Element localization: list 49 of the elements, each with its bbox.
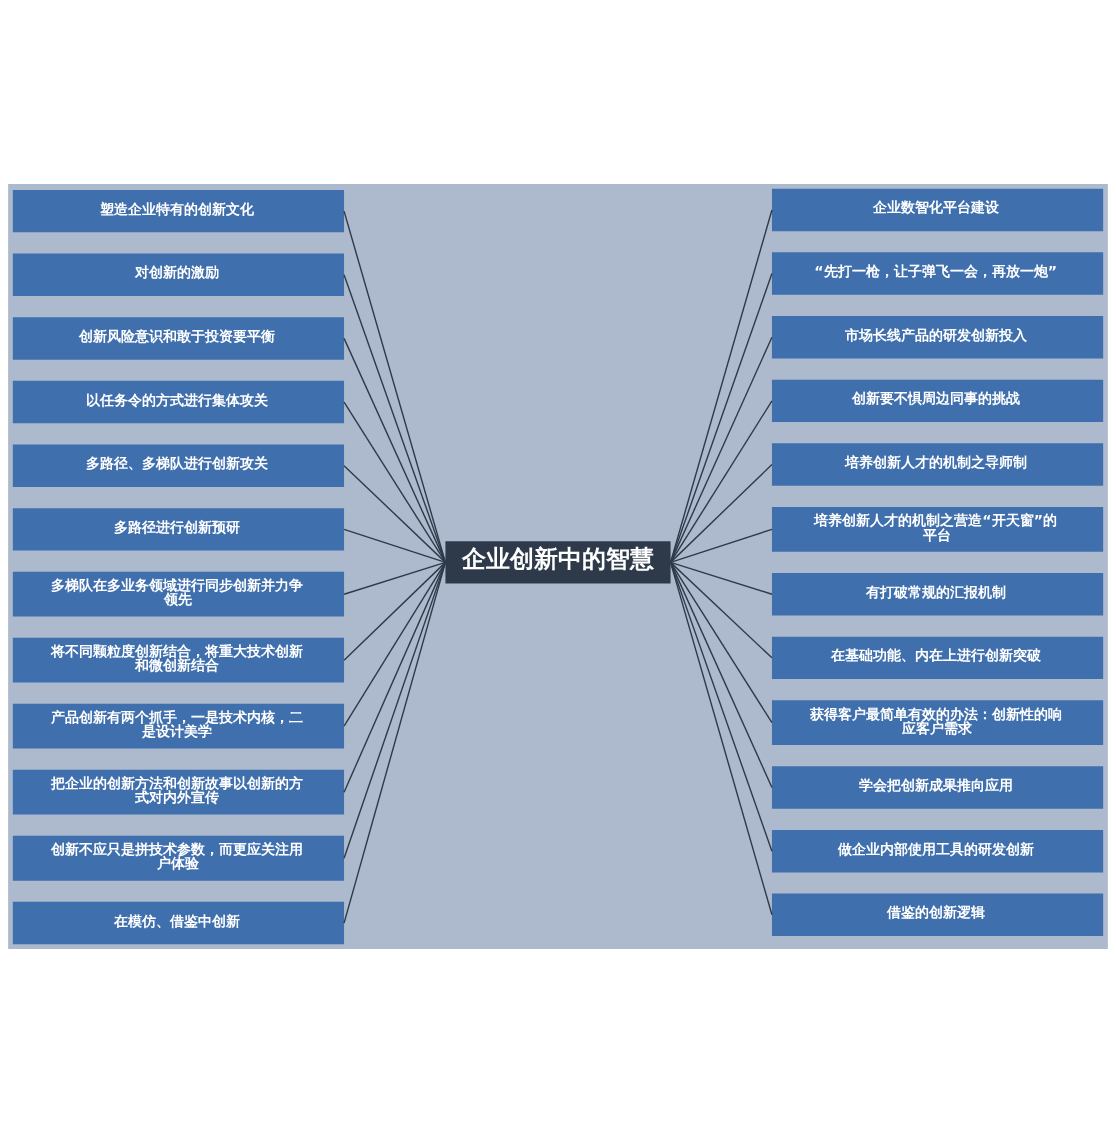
connector <box>343 561 447 793</box>
node-box: 市场长线产品的研发创新投入 <box>771 316 1104 359</box>
node-box: 将不同颗粒度创新结合，将重大技术创新和微创新结合 <box>12 637 345 683</box>
connector <box>669 463 773 564</box>
connector <box>669 561 773 789</box>
node-box: 创新不应只是拼技术参数，而更应关注用户体验 <box>12 835 345 881</box>
connector <box>669 400 773 564</box>
connector <box>343 337 447 564</box>
node-box: 培养创新人才的机制之导师制 <box>771 443 1104 486</box>
connector <box>669 209 773 564</box>
node-box: 做企业内部使用工具的研发创新 <box>771 829 1104 873</box>
node-box: 培养创新人才的机制之营造“开天窗”的平台 <box>771 506 1104 552</box>
node-box: 塑造企业特有的创新文化 <box>12 189 345 233</box>
connector <box>669 528 773 564</box>
connector <box>343 465 447 564</box>
connector <box>343 210 447 564</box>
connector <box>343 561 447 661</box>
connector <box>669 561 773 852</box>
node-box: 创新风险意识和敢于投资要平衡 <box>12 317 345 360</box>
node-box: 企业数智化平台建设 <box>771 188 1104 232</box>
connector <box>669 561 773 659</box>
connector <box>343 561 447 859</box>
node-box: 获得客户最简单有效的办法：创新性的响应客户需求 <box>771 700 1104 746</box>
connector <box>343 274 447 564</box>
node-box: 借鉴的创新逻辑 <box>771 893 1104 937</box>
connector <box>669 561 773 595</box>
node-box: 多路径、多梯队进行创新攻关 <box>12 444 345 487</box>
node-box: 在模仿、借鉴中创新 <box>12 901 345 945</box>
connector <box>669 272 773 564</box>
node-box: 学会把创新成果推向应用 <box>771 766 1104 809</box>
node-box: 有打破常规的汇报机制 <box>771 573 1104 616</box>
connector <box>343 561 447 924</box>
node-box: 对创新的激励 <box>12 253 345 296</box>
node-box: 创新要不惧周边同事的挑战 <box>771 379 1104 423</box>
connector <box>343 561 447 595</box>
node-box: 多梯队在多业务领域进行同步创新并力争领先 <box>12 571 345 617</box>
connector <box>343 401 447 564</box>
connector <box>669 561 773 916</box>
node-box: 多路径进行创新预研 <box>12 508 345 551</box>
node-box: 产品创新有两个抓手，一是技术内核，二是设计美学 <box>12 703 345 749</box>
node-box: 在基础功能、内在上进行创新突破 <box>771 636 1104 680</box>
node-box: “先打一枪，让子弹飞一会，再放一炮” <box>771 252 1104 295</box>
connector <box>669 336 773 564</box>
node-box: 以任务令的方式进行集体攻关 <box>12 380 345 424</box>
connector <box>343 561 447 727</box>
node-box: 企业创新中的智慧 <box>445 541 671 584</box>
connector <box>343 528 447 564</box>
connector <box>669 561 773 724</box>
node-box: 把企业的创新方法和创新故事以创新的方式对内外宣传 <box>12 769 345 815</box>
